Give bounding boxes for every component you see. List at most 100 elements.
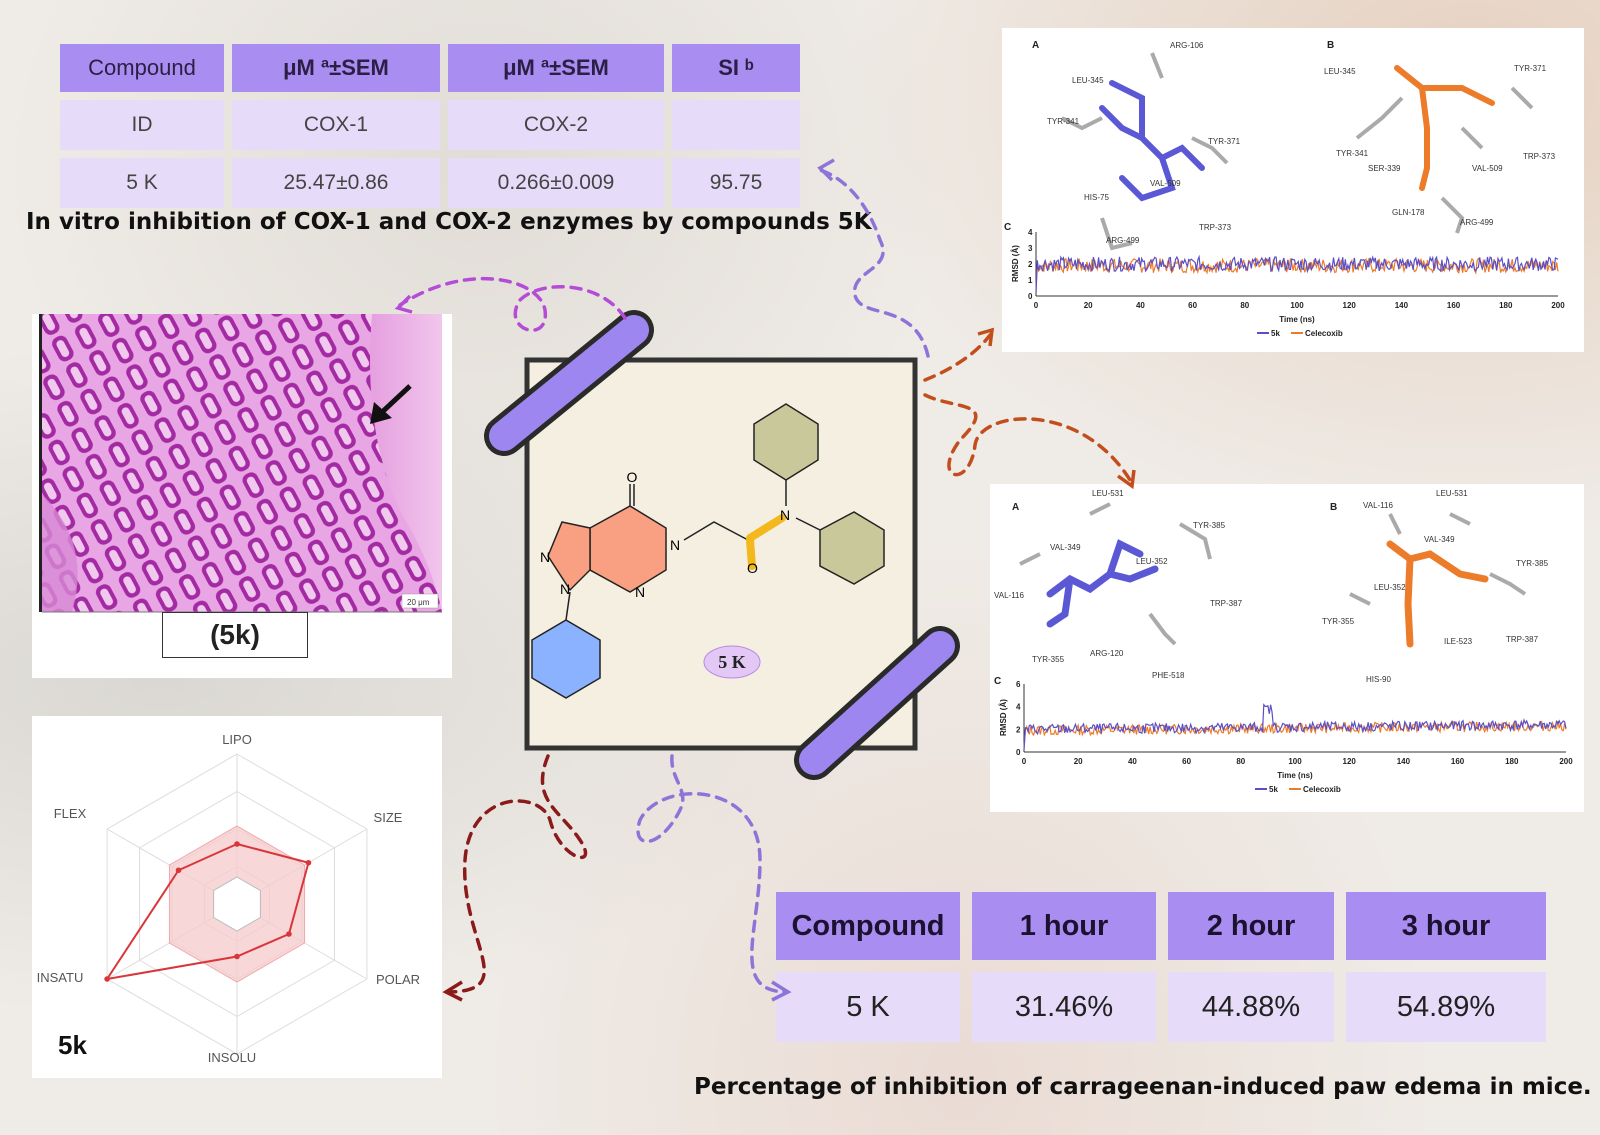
pyrazolopyrimidine-core: O N N N N (540, 469, 680, 600)
x-axis-label: Time (ns) (1277, 771, 1313, 780)
docking-panel-cox2: A B C LEU-531 TYR-385 VAL-349 LEU-352 VA… (990, 484, 1584, 812)
x-tick-label: 180 (1499, 301, 1513, 310)
panel-a-label: A (1032, 40, 1039, 51)
residue-label: ARG-120 (1090, 649, 1124, 658)
x-tick-label: 20 (1084, 301, 1093, 310)
y-tick-label: 1 (1028, 276, 1033, 285)
table-cell: 95.75 (672, 158, 800, 208)
radar-points (104, 841, 312, 982)
radar-point (286, 931, 292, 937)
atom-n: N (560, 581, 570, 597)
amide-linker: O N (683, 507, 790, 576)
rmsd-series-line (1023, 703, 1567, 750)
rmsd-series-line (1035, 256, 1559, 293)
x-tick-label: 0 (1034, 301, 1039, 310)
compound-badge (703, 645, 761, 679)
y-tick-label: 4 (1016, 703, 1021, 712)
compound-badge-label: 5 K (718, 652, 746, 672)
residue-label: HIS-90 (1366, 675, 1391, 684)
radar-point (104, 976, 110, 982)
docking-panel-cox1: A B C ARG-106 LEU-345 TYR-341 TYR-371 VA… (1002, 28, 1584, 352)
paw-edema-table: Compound 1 hour 2 hour 3 hour 5 K 31.46%… (764, 880, 1558, 1054)
y-tick-label: 0 (1028, 292, 1033, 301)
x-tick-label: 40 (1136, 301, 1145, 310)
y-tick-label: 3 (1028, 244, 1033, 253)
table-cell: 54.89% (1346, 972, 1546, 1042)
table1-caption: In vitro inhibition of COX-1 and COX-2 e… (26, 209, 872, 235)
histology-panel: 20 μm (5k) (32, 314, 452, 678)
table-cell: 44.88% (1168, 972, 1334, 1042)
ligand-5k-pose (1099, 80, 1205, 202)
radar-inner-hole (213, 876, 261, 932)
t1-header-compound: Compound (60, 44, 224, 92)
t2-header-compound: Compound (776, 892, 960, 960)
table-row: ID COX-1 COX-2 (60, 100, 800, 150)
y-axis-label: RMSD (Å) (1011, 245, 1020, 282)
y-tick-label: 0 (1016, 748, 1021, 757)
table-cell: 0.266±0.009 (448, 158, 664, 208)
table-row: 5 K 31.46% 44.88% 54.89% (776, 972, 1546, 1042)
rmsd-series-line (1035, 254, 1559, 293)
residue-label: TYR-341 (1047, 117, 1080, 126)
table-row: 5 K 25.47±0.86 0.266±0.009 95.75 (60, 158, 800, 208)
residue-label: VAL-116 (1363, 501, 1393, 510)
panel-c-label: C (994, 676, 1001, 687)
residue-label: LEU-352 (1374, 583, 1406, 592)
docking-figure-cox2: A B C LEU-531 TYR-385 VAL-349 LEU-352 VA… (994, 489, 1573, 794)
residue-label: VAL-116 (994, 591, 1024, 600)
x-tick-label: 80 (1240, 301, 1249, 310)
residue-label: SER-339 (1368, 164, 1401, 173)
residue-label: TYR-355 (1032, 655, 1065, 664)
residue-label: VAL-349 (1424, 535, 1455, 544)
atom-n: N (635, 584, 645, 600)
decor-pill-bottom (794, 626, 960, 780)
residue-sticks (1061, 52, 1534, 251)
radar-panel: LIPO SIZE POLAR INSOLU INSATU FLEX 5k (32, 716, 442, 1078)
cox-inhibition-table: Compound μM ª±SEM μM ª±SEM SI ᵇ ID COX-1… (52, 36, 808, 216)
x-tick-label: 80 (1236, 757, 1245, 766)
residue-label: VAL-349 (1050, 543, 1081, 552)
table-cell: ID (60, 100, 224, 150)
residue-label: TYR-341 (1336, 149, 1369, 158)
phenyl-ring-olive-right (795, 511, 885, 585)
x-tick-label: 140 (1395, 301, 1409, 310)
ligand-5k-pose (1046, 539, 1159, 628)
radar-axis-label: INSATU (37, 970, 84, 985)
residue-label: TRP-373 (1199, 223, 1232, 232)
radar-point (305, 859, 312, 866)
residue-label: PHE-518 (1152, 671, 1185, 680)
phenyl-ring-blue (531, 591, 601, 699)
residue-label: ARG-499 (1460, 218, 1494, 227)
docking-figure-cox1: A B C ARG-106 LEU-345 TYR-341 TYR-371 VA… (1004, 40, 1565, 338)
radar-axis-label: INSOLU (208, 1050, 256, 1065)
residue-label: LEU-531 (1436, 489, 1468, 498)
x-tick-label: 200 (1551, 301, 1565, 310)
x-tick-label: 100 (1290, 301, 1304, 310)
decor-pill-top (484, 310, 654, 456)
legend-label: Celecoxib (1303, 785, 1341, 794)
residue-label: TYR-385 (1193, 521, 1226, 530)
t2-header-3h: 3 hour (1346, 892, 1546, 960)
residue-label: GLN-178 (1392, 208, 1425, 217)
t2-header-1h: 1 hour (972, 892, 1156, 960)
pointer-arrow-icon (370, 384, 412, 424)
panel-b-label: B (1327, 40, 1334, 51)
residue-label: TYR-355 (1322, 617, 1355, 626)
x-tick-label: 120 (1343, 301, 1357, 310)
x-tick-label: 60 (1182, 757, 1191, 766)
radar-axis-label: POLAR (376, 972, 420, 987)
residue-label: TRP-387 (1506, 635, 1539, 644)
residue-sticks (1019, 502, 1527, 646)
radar-point (234, 953, 240, 960)
x-tick-label: 140 (1397, 757, 1411, 766)
legend-label: 5k (1271, 329, 1280, 338)
residue-label: TRP-387 (1210, 599, 1243, 608)
x-tick-label: 180 (1505, 757, 1519, 766)
y-axis-label: RMSD (Å) (999, 699, 1008, 736)
residue-label: ARG-106 (1170, 41, 1204, 50)
rmsd-series-line (1023, 719, 1567, 750)
atom-o: O (627, 469, 638, 485)
x-tick-label: 100 (1288, 757, 1302, 766)
table-cell (672, 100, 800, 150)
residue-label: VAL-509 (1150, 179, 1181, 188)
